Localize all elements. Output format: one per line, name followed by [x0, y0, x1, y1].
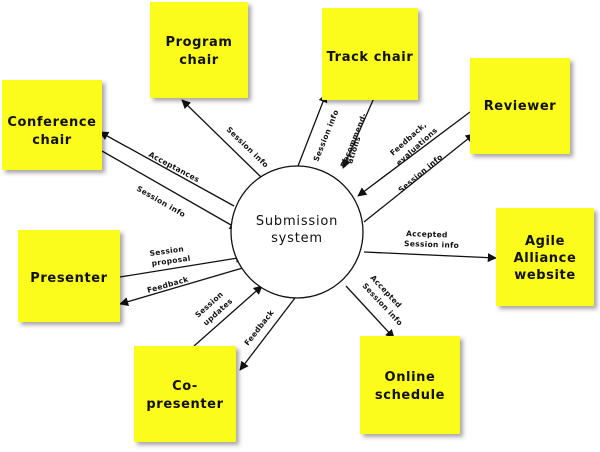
flow-label-copresenter-feedback: Feedback [242, 308, 276, 348]
flow-label-agile-accepted-1: Accepted [406, 229, 448, 239]
actor-program-chair: Program chair [150, 2, 248, 98]
edge-hub-to-conference-chair [99, 131, 235, 207]
edge-hub-to-copresenter [239, 293, 299, 371]
actor-label-line-1: Co- [172, 379, 198, 394]
flow-label-program-session-info: Session info [225, 125, 271, 170]
sticky-note [2, 80, 102, 170]
edge-hub-to-online-schedule [345, 285, 395, 339]
actor-label-line-2: chair [179, 53, 219, 68]
sticky-note [150, 2, 248, 98]
flow-label-presenter-feedback: Feedback [146, 274, 190, 295]
actor-track-chair: Track chair [322, 8, 418, 100]
sticky-note [496, 208, 594, 306]
flow-label-conference-session-info: Session info [135, 184, 187, 219]
actor-label-line-1: Presenter [30, 271, 107, 286]
actor-label-line-1: Agile [525, 234, 565, 249]
edge-conference-chair-to-hub [101, 150, 239, 230]
actor-agile-alliance-website: Agile Alliance website [496, 208, 594, 306]
actor-conference-chair: Conference chair [2, 80, 102, 170]
hub-circle [230, 165, 364, 299]
sticky-note [134, 346, 236, 442]
hub-label-line-1: Submission [256, 214, 338, 229]
actor-label-line-2: schedule [375, 388, 445, 403]
submission-system-node: Submission system [230, 165, 364, 299]
flow-label-agile-accepted-2: Session info [404, 239, 459, 250]
edge-copresenter-to-hub [193, 285, 263, 347]
actor-online-schedule: Online schedule [360, 336, 460, 434]
edges [99, 93, 497, 371]
edge-reviewer-to-hub [357, 111, 471, 197]
edge-hub-to-program-chair [181, 99, 263, 179]
hub-label-line-2: system [271, 231, 323, 246]
edge-hub-to-agile-alliance [363, 251, 497, 263]
edge-hub-to-reviewer [363, 133, 475, 223]
actor-presenter: Presenter [18, 230, 120, 322]
sticky-note [322, 8, 418, 100]
actor-label-line-2: chair [32, 133, 72, 148]
actor-label-line-1: Online [385, 370, 436, 385]
flow-label-track-session-info: Session info [312, 108, 341, 162]
edge-hub-to-presenter [119, 266, 247, 307]
actor-reviewer: Reviewer [470, 58, 570, 154]
sticky-note [470, 58, 570, 154]
actor-label-line-2: presenter [146, 397, 223, 412]
actor-label-line-1: Reviewer [484, 99, 557, 114]
flow-label-conference-acceptances: Acceptances [147, 150, 201, 185]
sticky-note [18, 230, 120, 322]
edge-presenter-to-hub [119, 253, 245, 278]
edge-hub-to-track-chair [297, 93, 328, 167]
edge-track-chair-to-hub [342, 97, 375, 169]
actor-label-line-3: website [514, 268, 576, 283]
actor-co-presenter: Co- presenter [134, 346, 236, 442]
sticky-note [360, 336, 460, 434]
actor-label-line-1: Track chair [327, 50, 414, 65]
actor-label-line-1: Program [165, 35, 232, 50]
actor-label-line-1: Conference [7, 115, 96, 130]
actor-label-line-2: Alliance [514, 251, 577, 266]
